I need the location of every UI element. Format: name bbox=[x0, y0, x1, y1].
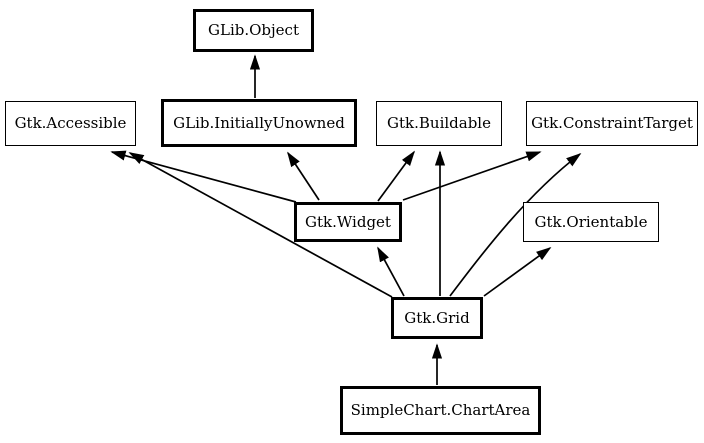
edges-group bbox=[110, 54, 582, 385]
node-label-gtk-orientable: Gtk.Orientable bbox=[534, 212, 648, 231]
node-simplechart-chartarea[interactable]: SimpleChart.ChartArea bbox=[340, 386, 541, 435]
edge-gtk-widget-to-glib-initiallyunowned bbox=[287, 151, 320, 201]
node-label-simplechart-chartarea: SimpleChart.ChartArea bbox=[350, 401, 531, 419]
node-label-gtk-widget: Gtk.Widget bbox=[305, 212, 391, 231]
edge-gtk-grid-to-gtk-orientable bbox=[483, 247, 552, 297]
edge-gtk-widget-to-gtk-buildable bbox=[377, 150, 416, 202]
node-gtk-accessible[interactable]: Gtk.Accessible bbox=[5, 101, 136, 146]
node-label-gtk-buildable: Gtk.Buildable bbox=[387, 114, 491, 132]
edge-gtk-grid-to-gtk-constrainttarget bbox=[449, 152, 582, 297]
node-gtk-grid[interactable]: Gtk.Grid bbox=[391, 297, 483, 339]
node-label-gtk-accessible: Gtk.Accessible bbox=[14, 114, 127, 132]
edge-gtk-grid-to-gtk-widget bbox=[377, 246, 405, 297]
edge-gtk-grid-to-gtk-accessible bbox=[128, 152, 393, 298]
node-gtk-constrainttarget[interactable]: Gtk.ConstraintTarget bbox=[526, 101, 698, 146]
node-glib-object[interactable]: GLib.Object bbox=[193, 9, 314, 52]
node-label-gtk-constrainttarget: Gtk.ConstraintTarget bbox=[531, 114, 693, 132]
edge-gtk-widget-to-gtk-constrainttarget bbox=[402, 151, 542, 201]
node-label-gtk-grid: Gtk.Grid bbox=[404, 308, 470, 327]
node-gtk-buildable[interactable]: Gtk.Buildable bbox=[376, 101, 502, 146]
node-gtk-widget[interactable]: Gtk.Widget bbox=[294, 202, 402, 242]
node-gtk-orientable[interactable]: Gtk.Orientable bbox=[523, 202, 659, 242]
node-glib-initiallyunowned[interactable]: GLib.InitiallyUnowned bbox=[161, 99, 357, 147]
node-label-glib-initiallyunowned: GLib.InitiallyUnowned bbox=[173, 113, 345, 132]
node-label-glib-object: GLib.Object bbox=[208, 21, 299, 39]
